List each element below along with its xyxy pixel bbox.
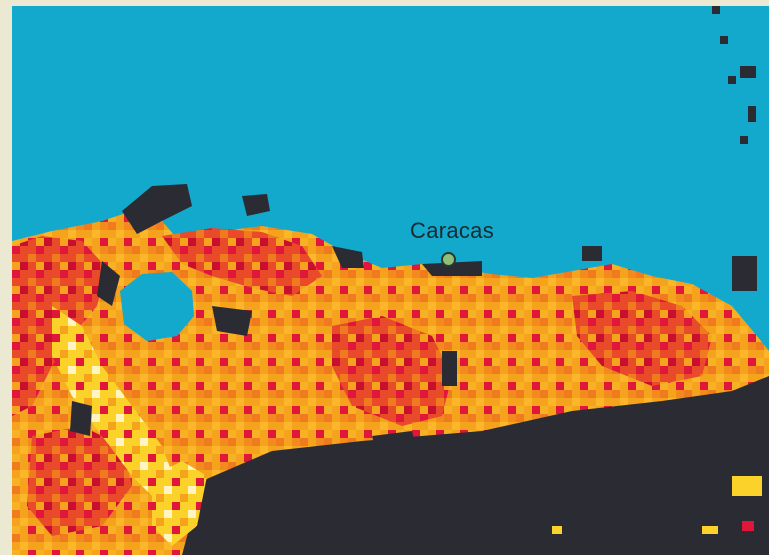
- land-high-central: [332, 316, 452, 426]
- islands: [712, 6, 756, 144]
- land-low-andes: [52, 306, 177, 506]
- land-high-north: [162, 228, 322, 296]
- land-low-south: [152, 461, 207, 546]
- lake-maracaibo: [120, 272, 194, 341]
- raster-map[interactable]: [12, 6, 769, 555]
- se-specks: [552, 476, 762, 534]
- land-high-southwest: [27, 426, 132, 536]
- city-marker-caracas[interactable]: [441, 252, 456, 267]
- city-label-caracas: Caracas: [410, 218, 495, 243]
- nodata-region: [12, 366, 769, 555]
- map-panel[interactable]: [12, 6, 769, 555]
- land-high-east: [572, 291, 712, 386]
- nodata-coast: [70, 184, 757, 454]
